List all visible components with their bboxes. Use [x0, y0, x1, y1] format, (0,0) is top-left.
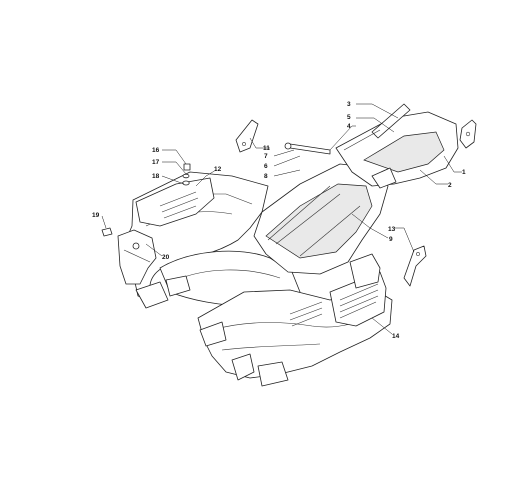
callout-7: 7 — [264, 153, 268, 160]
callout-13: 13 — [388, 226, 396, 233]
callout-12: 12 — [214, 166, 222, 173]
hardware-small — [101, 163, 191, 237]
callout-1: 1 — [462, 169, 466, 176]
callout-9: 9 — [389, 236, 393, 243]
callout-19: 19 — [92, 212, 100, 219]
callout-14: 14 — [392, 333, 400, 340]
callout-5: 5 — [347, 114, 351, 121]
left-side-panel — [117, 177, 215, 285]
hinge-1 — [459, 119, 477, 149]
callout-4: 4 — [347, 123, 351, 130]
callout-16: 16 — [152, 147, 160, 154]
callout-6: 6 — [264, 163, 268, 170]
callout-11: 11 — [263, 145, 270, 152]
leader-lines — [101, 103, 462, 335]
callout-2: 2 — [448, 182, 452, 189]
bracket-11 — [235, 119, 259, 153]
discharge-chute — [253, 163, 389, 275]
callout-18: 18 — [152, 173, 160, 180]
bracket-13 — [403, 245, 427, 287]
callout-8: 8 — [264, 173, 268, 180]
callout-3: 3 — [347, 101, 351, 108]
bolt-7 — [284, 142, 331, 155]
upper-duct — [335, 103, 459, 189]
callout-labels: 1 2 3 5 4 11 7 6 8 9 13 14 16 17 18 12 1… — [92, 101, 466, 340]
callout-17: 17 — [152, 159, 160, 166]
deck-housing — [125, 171, 393, 387]
callout-20: 20 — [162, 254, 170, 261]
